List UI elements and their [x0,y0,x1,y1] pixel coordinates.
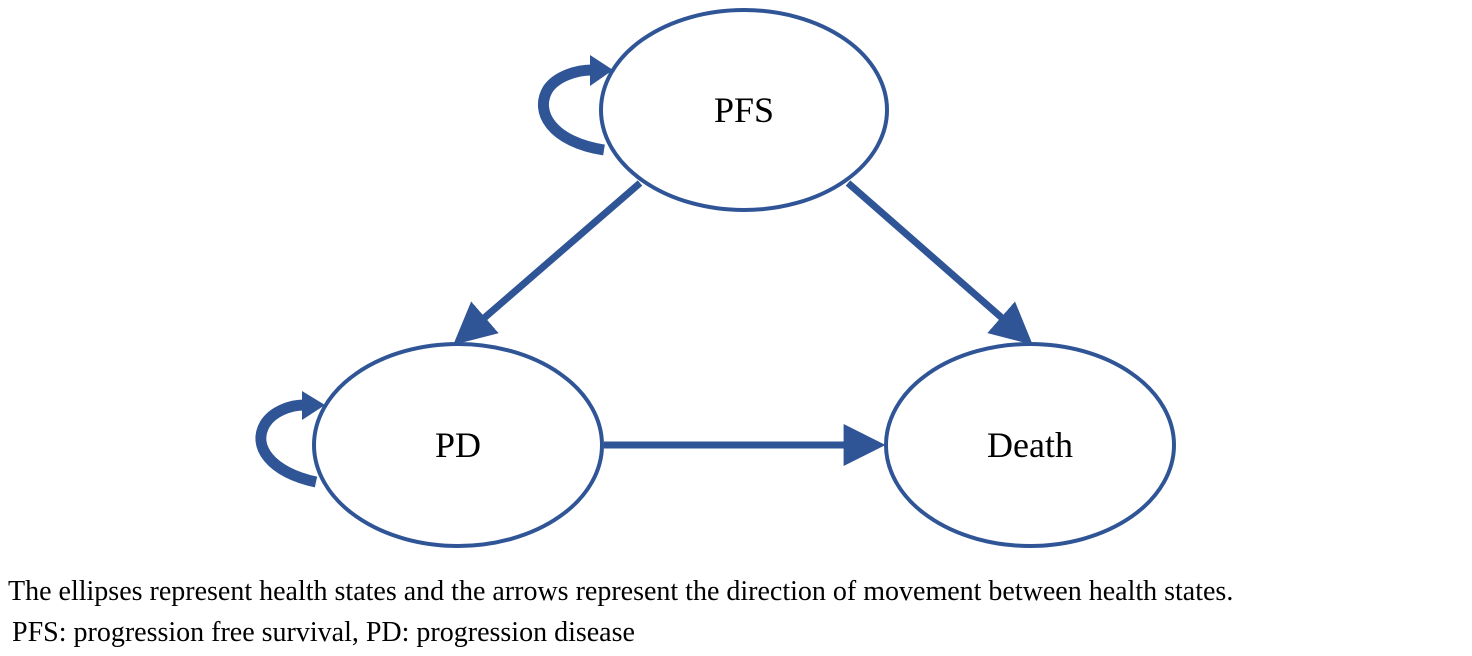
caption-abbreviations: PFS: progression free survival, PD: prog… [12,617,635,648]
state-death: Death [884,342,1176,548]
state-pd: PD [312,342,604,548]
state-pfs-ellipse [599,8,889,212]
state-pd-ellipse [312,342,604,548]
arrow-pfs-to-death [845,180,1033,345]
state-pfs: PFS [599,8,889,212]
state-transition-diagram: PFS PD Death [255,8,1176,548]
state-death-ellipse [884,342,1176,548]
self-loop-arrow-pfs [538,55,613,156]
caption-description: The ellipses represent health states and… [8,576,1234,607]
state-pd-label: PD [435,425,481,465]
state-death-label: Death [987,425,1073,465]
state-pfs-label: PFS [714,90,774,130]
arrow-pfs-to-pd [453,180,643,345]
self-loop-arrow-pd [255,391,325,488]
